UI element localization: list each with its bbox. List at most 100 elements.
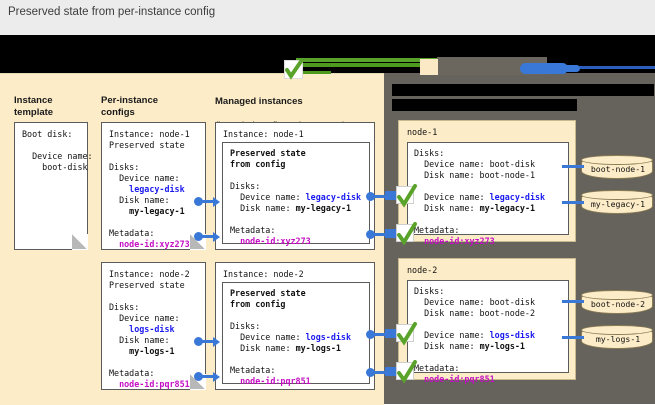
legend-blue-blob-swatch-tail (556, 65, 580, 72)
n1-disk-name: my-legacy-1 (479, 203, 536, 213)
mi2-disk-line: Disk name: my-logs-1 (230, 343, 341, 353)
pic2-metadata-label: Metadata: (109, 368, 155, 378)
pic2-disk-name: my-logs-1 (109, 346, 175, 356)
managed-instance-title-2: Instance: node-2 (223, 269, 304, 279)
preserved-check-icon-node-1-disk (396, 184, 417, 208)
connector-arrow (213, 232, 220, 242)
n2-disk-name: my-logs-1 (479, 341, 525, 351)
per-instance-config-card-node-2: Instance: node-2 Preserved state Disks: … (101, 262, 206, 390)
mi2-disk-prefix: Disk name: (230, 343, 296, 353)
connector-line (372, 195, 386, 198)
n1-device-name: legacy-disk (489, 192, 546, 202)
n1-disks-label: Disks: (414, 148, 445, 158)
pic1-disk-name-label: Disk name: (109, 195, 170, 205)
mi1-metadata: node-id:xyz273 (230, 236, 311, 246)
managed-instances-line-1: Managed instances (215, 96, 303, 107)
mi2-blank (230, 310, 235, 320)
connector-arrow (213, 372, 220, 382)
pic2-device-name-label: Device name: (109, 313, 180, 323)
preserved-check-icon-node-2-metadata (396, 360, 417, 384)
pic1-metadata-label: Metadata: (109, 228, 155, 238)
n2-device-prefix: Device name: (414, 330, 490, 340)
connector-line (200, 340, 214, 343)
connector-bar (385, 191, 399, 200)
spacer-line (22, 140, 27, 150)
node-box-node-1: node-1 Disks: Device name: boot-disk Dis… (398, 120, 576, 246)
legend-redaction-rule (0, 35, 655, 38)
connector-bar (385, 229, 399, 238)
n2-boot-disk: Disk name: boot-node-2 (414, 308, 536, 318)
preserved-state-text-2: Preserved state from config Disks: Devic… (230, 288, 351, 387)
disk-connector-line (562, 201, 584, 204)
connector-arrow (213, 337, 220, 347)
legend-green-check-icon (284, 58, 304, 80)
pic1-blank (109, 151, 114, 161)
pic2-preserved: Preserved state (109, 280, 185, 290)
group-heading-redaction-line-1 (392, 84, 654, 96)
disk-label: my-logs-1 (595, 334, 641, 344)
n2-metadata: node-id:pqr851 (414, 374, 495, 384)
legend-green-line-swatch (296, 63, 431, 67)
connector-line (200, 235, 214, 238)
mi1-disk-line: Disk name: my-legacy-1 (230, 203, 351, 213)
disk-connector-line (562, 165, 584, 168)
managed-instance-card-node-2: Instance: node-2 Preserved state from co… (215, 262, 375, 390)
pic1-preserved: Preserved state (109, 140, 185, 150)
mi1-blank (230, 170, 235, 180)
device-name-label: Device name: (22, 151, 93, 161)
pic2-device-name: logs-disk (109, 324, 175, 334)
mi2-blank2 (230, 354, 235, 364)
legend-strip (0, 27, 655, 80)
n2-disk-prefix: Disk name: (414, 341, 480, 351)
mi2-disk-name: my-logs-1 (295, 343, 341, 353)
device-name-value: boot-disk (22, 162, 88, 172)
per-instance-config-text-2: Instance: node-2 Preserved state Disks: … (109, 269, 190, 390)
n1-device-line: Device name: legacy-disk (414, 192, 545, 202)
connector-dot (194, 372, 203, 381)
n2-device-line: Device name: logs-disk (414, 330, 535, 340)
disk-label: my-legacy-1 (590, 199, 646, 209)
n1-metadata: node-id:xyz273 (414, 236, 495, 246)
connector-line (372, 333, 386, 336)
instance-template-card: Boot disk: Device name: boot-disk (14, 122, 93, 250)
connector-dot (366, 368, 375, 377)
pic1-blank2 (109, 217, 114, 227)
pic2-disk-name-label: Disk name: (109, 335, 170, 345)
pic2-metadata: node-id:pqr851 (109, 379, 190, 389)
node-1-text: Disks: Device name: boot-disk Disk name:… (414, 148, 545, 247)
pic2-blank (109, 291, 114, 301)
n2-disks-label: Disks: (414, 286, 445, 296)
connector-line (372, 371, 386, 374)
node-1-detail-box: Disks: Device name: boot-disk Disk name:… (407, 142, 569, 246)
mi2-device-prefix: Device name: (230, 332, 306, 342)
pic1-device-name: legacy-disk (109, 184, 185, 194)
mi1-preserved-l2: from config (230, 159, 286, 169)
per-instance-config-text-1: Instance: node-1 Preserved state Disks: … (109, 129, 190, 250)
node-2-detail-box: Disks: Device name: boot-disk Disk name:… (407, 280, 569, 384)
n2-boot-device: Device name: boot-disk (414, 297, 536, 307)
instance-template-text: Boot disk: Device name: boot-disk (22, 129, 93, 173)
connector-arrow (213, 197, 220, 207)
preserved-state-box-node-1: Preserved state from config Disks: Devic… (222, 142, 370, 247)
node-box-node-2: node-2 Disks: Device name: boot-disk Dis… (398, 258, 576, 384)
n1-device-prefix: Device name: (414, 192, 490, 202)
disk-top-ellipse (581, 190, 653, 200)
legend-cream-box-swatch (420, 59, 438, 75)
mi1-disk-prefix: Disk name: (230, 203, 296, 213)
legend-gray-bar-swatch (437, 57, 547, 75)
mi1-device-name: legacy-disk (305, 192, 362, 202)
disk-label: boot-node-2 (590, 299, 646, 309)
legend-redaction-band-2 (0, 62, 655, 73)
mi1-device-line: Device name: legacy-disk (230, 192, 361, 202)
preserved-state-text-1: Preserved state from config Disks: Devic… (230, 148, 361, 247)
pic1-device-name-label: Device name: (109, 173, 180, 183)
pic2-blank2 (109, 357, 114, 367)
group-heading-redaction-line-2 (392, 99, 577, 111)
disk-top-ellipse (581, 155, 653, 165)
disk-icon-my-logs-1: my-logs-1 (581, 325, 653, 349)
node-2-text: Disks: Device name: boot-disk Disk name:… (414, 286, 535, 385)
n1-disk-line: Disk name: my-legacy-1 (414, 203, 535, 213)
pic1-metadata: node-id:xyz273 (109, 239, 190, 249)
mi2-device-name: logs-disk (305, 332, 352, 342)
